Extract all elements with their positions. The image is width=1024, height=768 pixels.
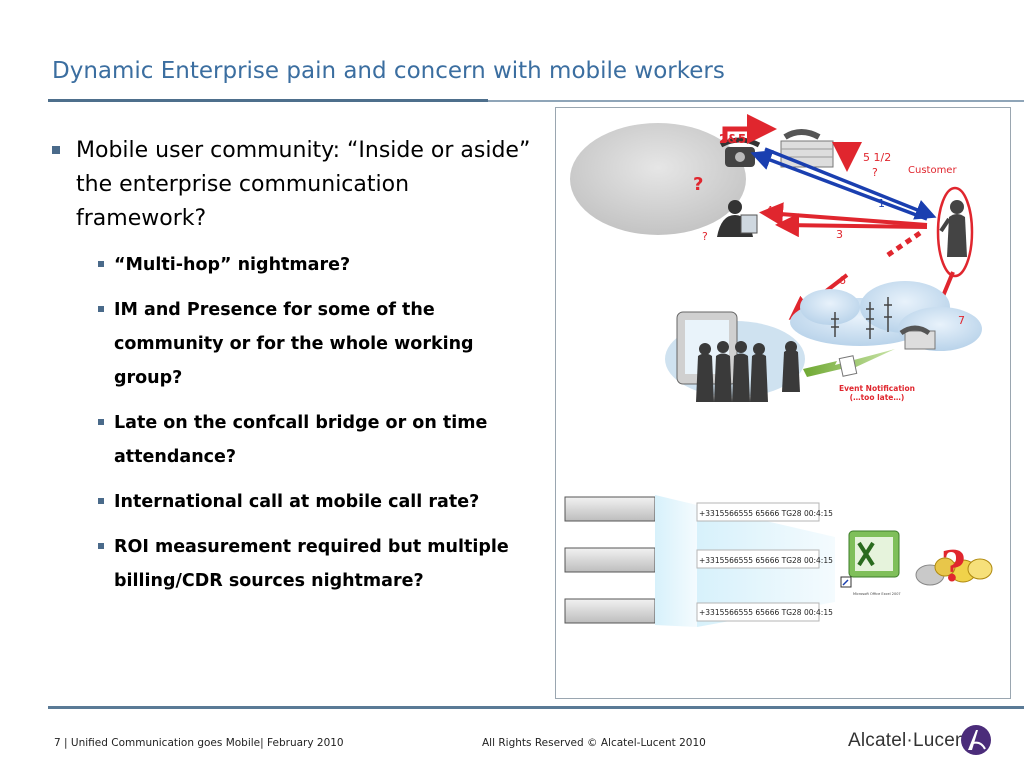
cloud-pbx-icon [899, 325, 936, 350]
cdr-source-box [564, 598, 656, 624]
label-step-2and5: 2&5 [719, 132, 746, 146]
label-question-small: ? [702, 230, 708, 243]
bullet-square-icon [98, 498, 104, 504]
enterprise-zone [570, 123, 746, 235]
cdr-record-box [696, 502, 820, 522]
blue-arrow [750, 150, 928, 221]
label-step-5half: 5 1/2 [863, 151, 891, 164]
footer-date: February 2010 [267, 737, 344, 749]
step-arrow-5half [832, 142, 862, 172]
bullet-square-icon [52, 146, 60, 154]
label-roi-question: ? [941, 542, 966, 591]
step-arrow-2and5 [722, 114, 777, 144]
bullet-square-icon [98, 543, 104, 549]
sub-bullet-text: ROI measurement required but multiple bi… [114, 537, 509, 591]
network-cloud [790, 281, 982, 351]
page-number: 7 [54, 737, 61, 749]
bullet-square-icon [98, 306, 104, 312]
footer-left: 7 | Unified Communication goes Mobile| F… [54, 737, 344, 749]
desk-user-icon [717, 200, 758, 237]
pbx-icon [780, 129, 834, 168]
sub-bullet: ROI measurement required but multiple bi… [50, 530, 540, 598]
brand-logo-icon [961, 725, 991, 755]
excel-caption: Microsoft Office Excel 2007 [853, 592, 901, 596]
label-question-big: ? [693, 174, 703, 195]
label-step-3: 3 [836, 228, 843, 241]
label-customer: Customer [908, 165, 957, 176]
communication-diagram: +3315566555 65666 TG28 00:4:15 +33155665… [564, 114, 993, 627]
sub-bullet: “Multi-hop” nightmare? [50, 248, 540, 282]
sub-bullet: Late on the confcall bridge or on time a… [50, 406, 540, 474]
label-step-6: 6 [839, 274, 846, 287]
label-too-late: (…too late…) [850, 393, 905, 402]
dashed-arrow [883, 230, 922, 260]
blue-arrow [764, 147, 937, 220]
bullet-square-icon [98, 419, 104, 425]
team-people-icon [696, 341, 800, 402]
coins-icon [915, 557, 993, 586]
main-bullet-text: Mobile user community: “Inside or aside”… [76, 138, 531, 231]
cdr-record-text: +3315566555 65666 TG28 00:4:15 [699, 556, 833, 565]
step-arrow-3 [775, 213, 928, 238]
bullet-list: Mobile user community: “Inside or aside”… [50, 134, 540, 609]
antenna-tower-icon [831, 297, 892, 339]
notification-doc-icon [838, 355, 858, 377]
sub-bullet: IM and Presence for some of the communit… [50, 293, 540, 395]
cdr-record-text: +3315566555 65666 TG28 00:4:15 [699, 608, 833, 617]
cdr-funnel [655, 495, 697, 627]
sub-bullet: International call at mobile call rate? [50, 485, 540, 519]
customer-highlight [936, 186, 974, 278]
excel-icon [840, 527, 905, 591]
sub-bullet-text: International call at mobile call rate? [114, 492, 480, 512]
customer-icon [939, 200, 967, 257]
label-event-notification: Event Notification [839, 384, 915, 393]
sub-bullet-text: IM and Presence for some of the communit… [114, 300, 474, 388]
bullet-square-icon [98, 261, 104, 267]
footer-rule [48, 706, 1024, 709]
cdr-record-box [696, 602, 820, 622]
label-step-1: 1 [878, 197, 885, 210]
presentation-name: Unified Communication goes Mobile [70, 737, 261, 749]
label-question-small: ? [872, 166, 878, 179]
cdr-source-box [564, 496, 656, 522]
brand-logo-text: Alcatel·Lucent [848, 730, 972, 751]
title-rule [48, 99, 1024, 102]
label-step-4: 4 [766, 204, 773, 217]
footer-copyright: All Rights Reserved © Alcatel-Lucent 201… [482, 737, 706, 749]
cdr-record-text: +3315566555 65666 TG28 00:4:15 [699, 509, 833, 518]
sub-bullet-text: “Multi-hop” nightmare? [114, 255, 351, 275]
cdr-source-box [564, 547, 656, 573]
cdr-record-box [696, 549, 820, 569]
main-bullet: Mobile user community: “Inside or aside”… [50, 134, 540, 236]
slide-title: Dynamic Enterprise pain and concern with… [52, 58, 725, 84]
label-step-7: 7 [958, 314, 965, 327]
sub-bullet-text: Late on the confcall bridge or on time a… [114, 413, 488, 467]
